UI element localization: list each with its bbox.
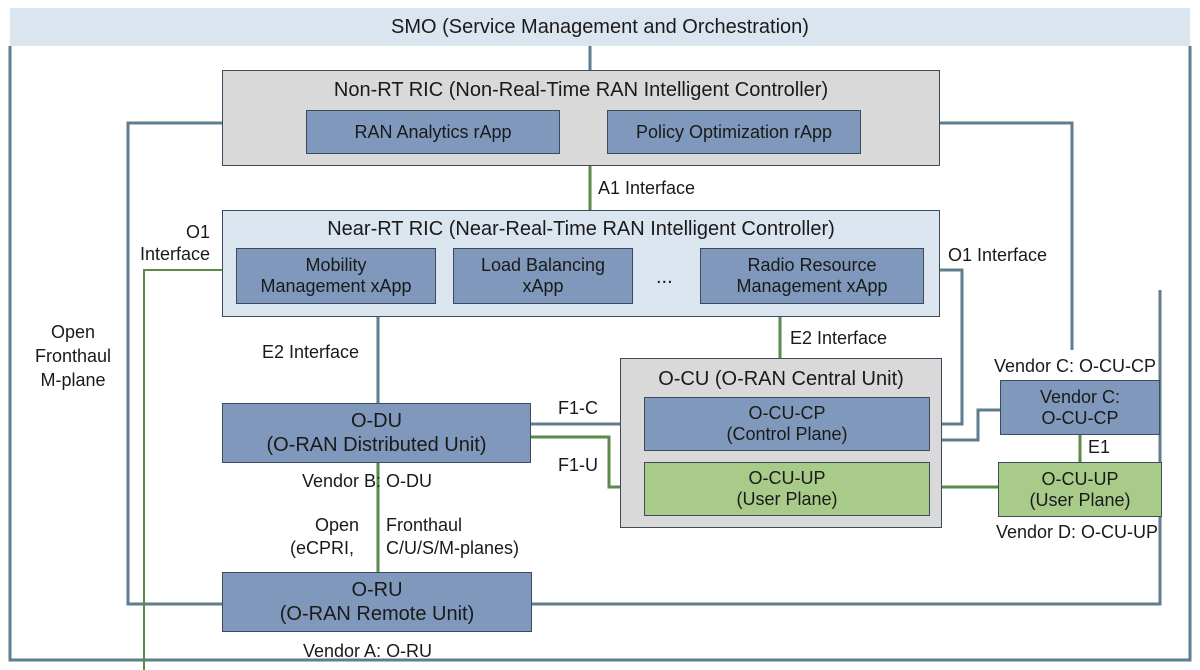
non-rt-ric-title: Non-RT RIC (Non-Real-Time RAN Intelligen… <box>333 79 829 101</box>
vendor-d-footer: Vendor D: O-CU-UP <box>996 522 1159 542</box>
rapp-ran-analytics-label: RAN Analytics rApp <box>354 121 512 142</box>
vendor-d-line2: (User Plane) <box>1029 489 1131 510</box>
o-cu-cp-line1: O-CU-CP <box>748 403 826 423</box>
mplane-line <box>126 121 222 606</box>
xapp-radio-resource-line1: Radio Resource <box>747 255 877 275</box>
vendor-c-line1: Vendor C: <box>1039 386 1121 407</box>
o-cu-cp: O-CU-CP (Control Plane) <box>644 397 930 451</box>
smo-header: SMO (Service Management and Orchestratio… <box>10 8 1190 46</box>
o-du-vendor: Vendor B: O-DU <box>302 471 433 491</box>
rapp-policy-optimization-label: Policy Optimization rApp <box>635 121 833 142</box>
o-du-line1: O-DU <box>350 410 403 432</box>
o-ru-line1: O-RU <box>351 579 403 601</box>
vendor-c-o-cu-cp: Vendor C: O-CU-CP <box>1000 380 1160 435</box>
fronthaul-open-label: Open <box>315 515 360 535</box>
xapp-radio-resource-management: Radio Resource Management xApp <box>700 248 924 304</box>
fronthaul-fronthaul-label: Fronthaul <box>386 515 463 535</box>
xapp-mobility-line2: Management xApp <box>260 276 412 296</box>
mplane-line2: Fronthaul <box>34 346 112 366</box>
oru-right-line <box>532 290 1162 606</box>
o1-right-line <box>940 121 1074 350</box>
o1-cucp-line <box>930 268 964 426</box>
vendor-c-line2: O-CU-CP <box>1041 407 1119 428</box>
rapp-ran-analytics: RAN Analytics rApp <box>306 110 560 154</box>
o-ru: O-RU (O-RAN Remote Unit) <box>222 572 532 632</box>
e2-right-label: E2 Interface <box>790 328 888 348</box>
o1-left-line <box>143 269 222 670</box>
o1-right-label: O1 Interface <box>948 245 1048 265</box>
smo-title: SMO (Service Management and Orchestratio… <box>391 16 809 38</box>
fronthaul-planes-label: C/U/S/M-planes) <box>386 538 520 558</box>
mplane-line3: M-plane <box>40 370 106 390</box>
xapp-load-balancing-line2: xApp <box>522 276 564 296</box>
open-fronthaul-mplane-label: Open Fronthaul M-plane <box>30 320 116 392</box>
e2-left-label: E2 Interface <box>262 342 360 362</box>
o-ru-line2: (O-RAN Remote Unit) <box>279 603 475 625</box>
o1-left-label-line2: Interface <box>140 244 211 264</box>
o-du: O-DU (O-RAN Distributed Unit) <box>222 403 531 463</box>
o-cu-title: O-CU (O-RAN Central Unit) <box>658 368 904 390</box>
fronthaul-ecpri-label: (eCPRI, <box>290 538 355 558</box>
cucp-vendorc-line <box>930 408 1000 442</box>
o-ru-vendor: Vendor A: O-RU <box>303 641 433 661</box>
a1-interface-label: A1 Interface <box>598 178 696 198</box>
f1u-label: F1-U <box>558 455 598 475</box>
o-cu-cp-line2: (Control Plane) <box>726 424 848 444</box>
vendor-d-line1: O-CU-UP <box>1041 468 1119 489</box>
xapp-load-balancing-line1: Load Balancing <box>480 255 606 275</box>
near-rt-ric-title: Near-RT RIC (Near-Real-Time RAN Intellig… <box>327 218 835 240</box>
xapp-mobility-management: Mobility Management xApp <box>236 248 436 304</box>
o1-left-label-line1: O1 <box>186 222 211 242</box>
xapp-radio-resource-line2: Management xApp <box>736 276 888 296</box>
o-cu-up-line1: O-CU-UP <box>748 468 826 488</box>
xapp-mobility-line1: Mobility <box>305 255 367 275</box>
xapp-load-balancing: Load Balancing xApp <box>453 248 633 304</box>
mplane-line1: Open <box>50 322 96 342</box>
rapp-policy-optimization: Policy Optimization rApp <box>607 110 861 154</box>
o-du-line2: (O-RAN Distributed Unit) <box>266 434 487 456</box>
smo-frame <box>8 46 1192 662</box>
o-cu-up-line2: (User Plane) <box>736 489 838 509</box>
vendor-c-header: Vendor C: O-CU-CP <box>994 356 1157 376</box>
vendor-d-o-cu-up: O-CU-UP (User Plane) <box>998 462 1162 517</box>
o-cu-up: O-CU-UP (User Plane) <box>644 462 930 516</box>
xapp-ellipsis: ... <box>656 266 673 288</box>
e1-label: E1 <box>1088 437 1111 457</box>
f1c-label: F1-C <box>558 398 598 418</box>
